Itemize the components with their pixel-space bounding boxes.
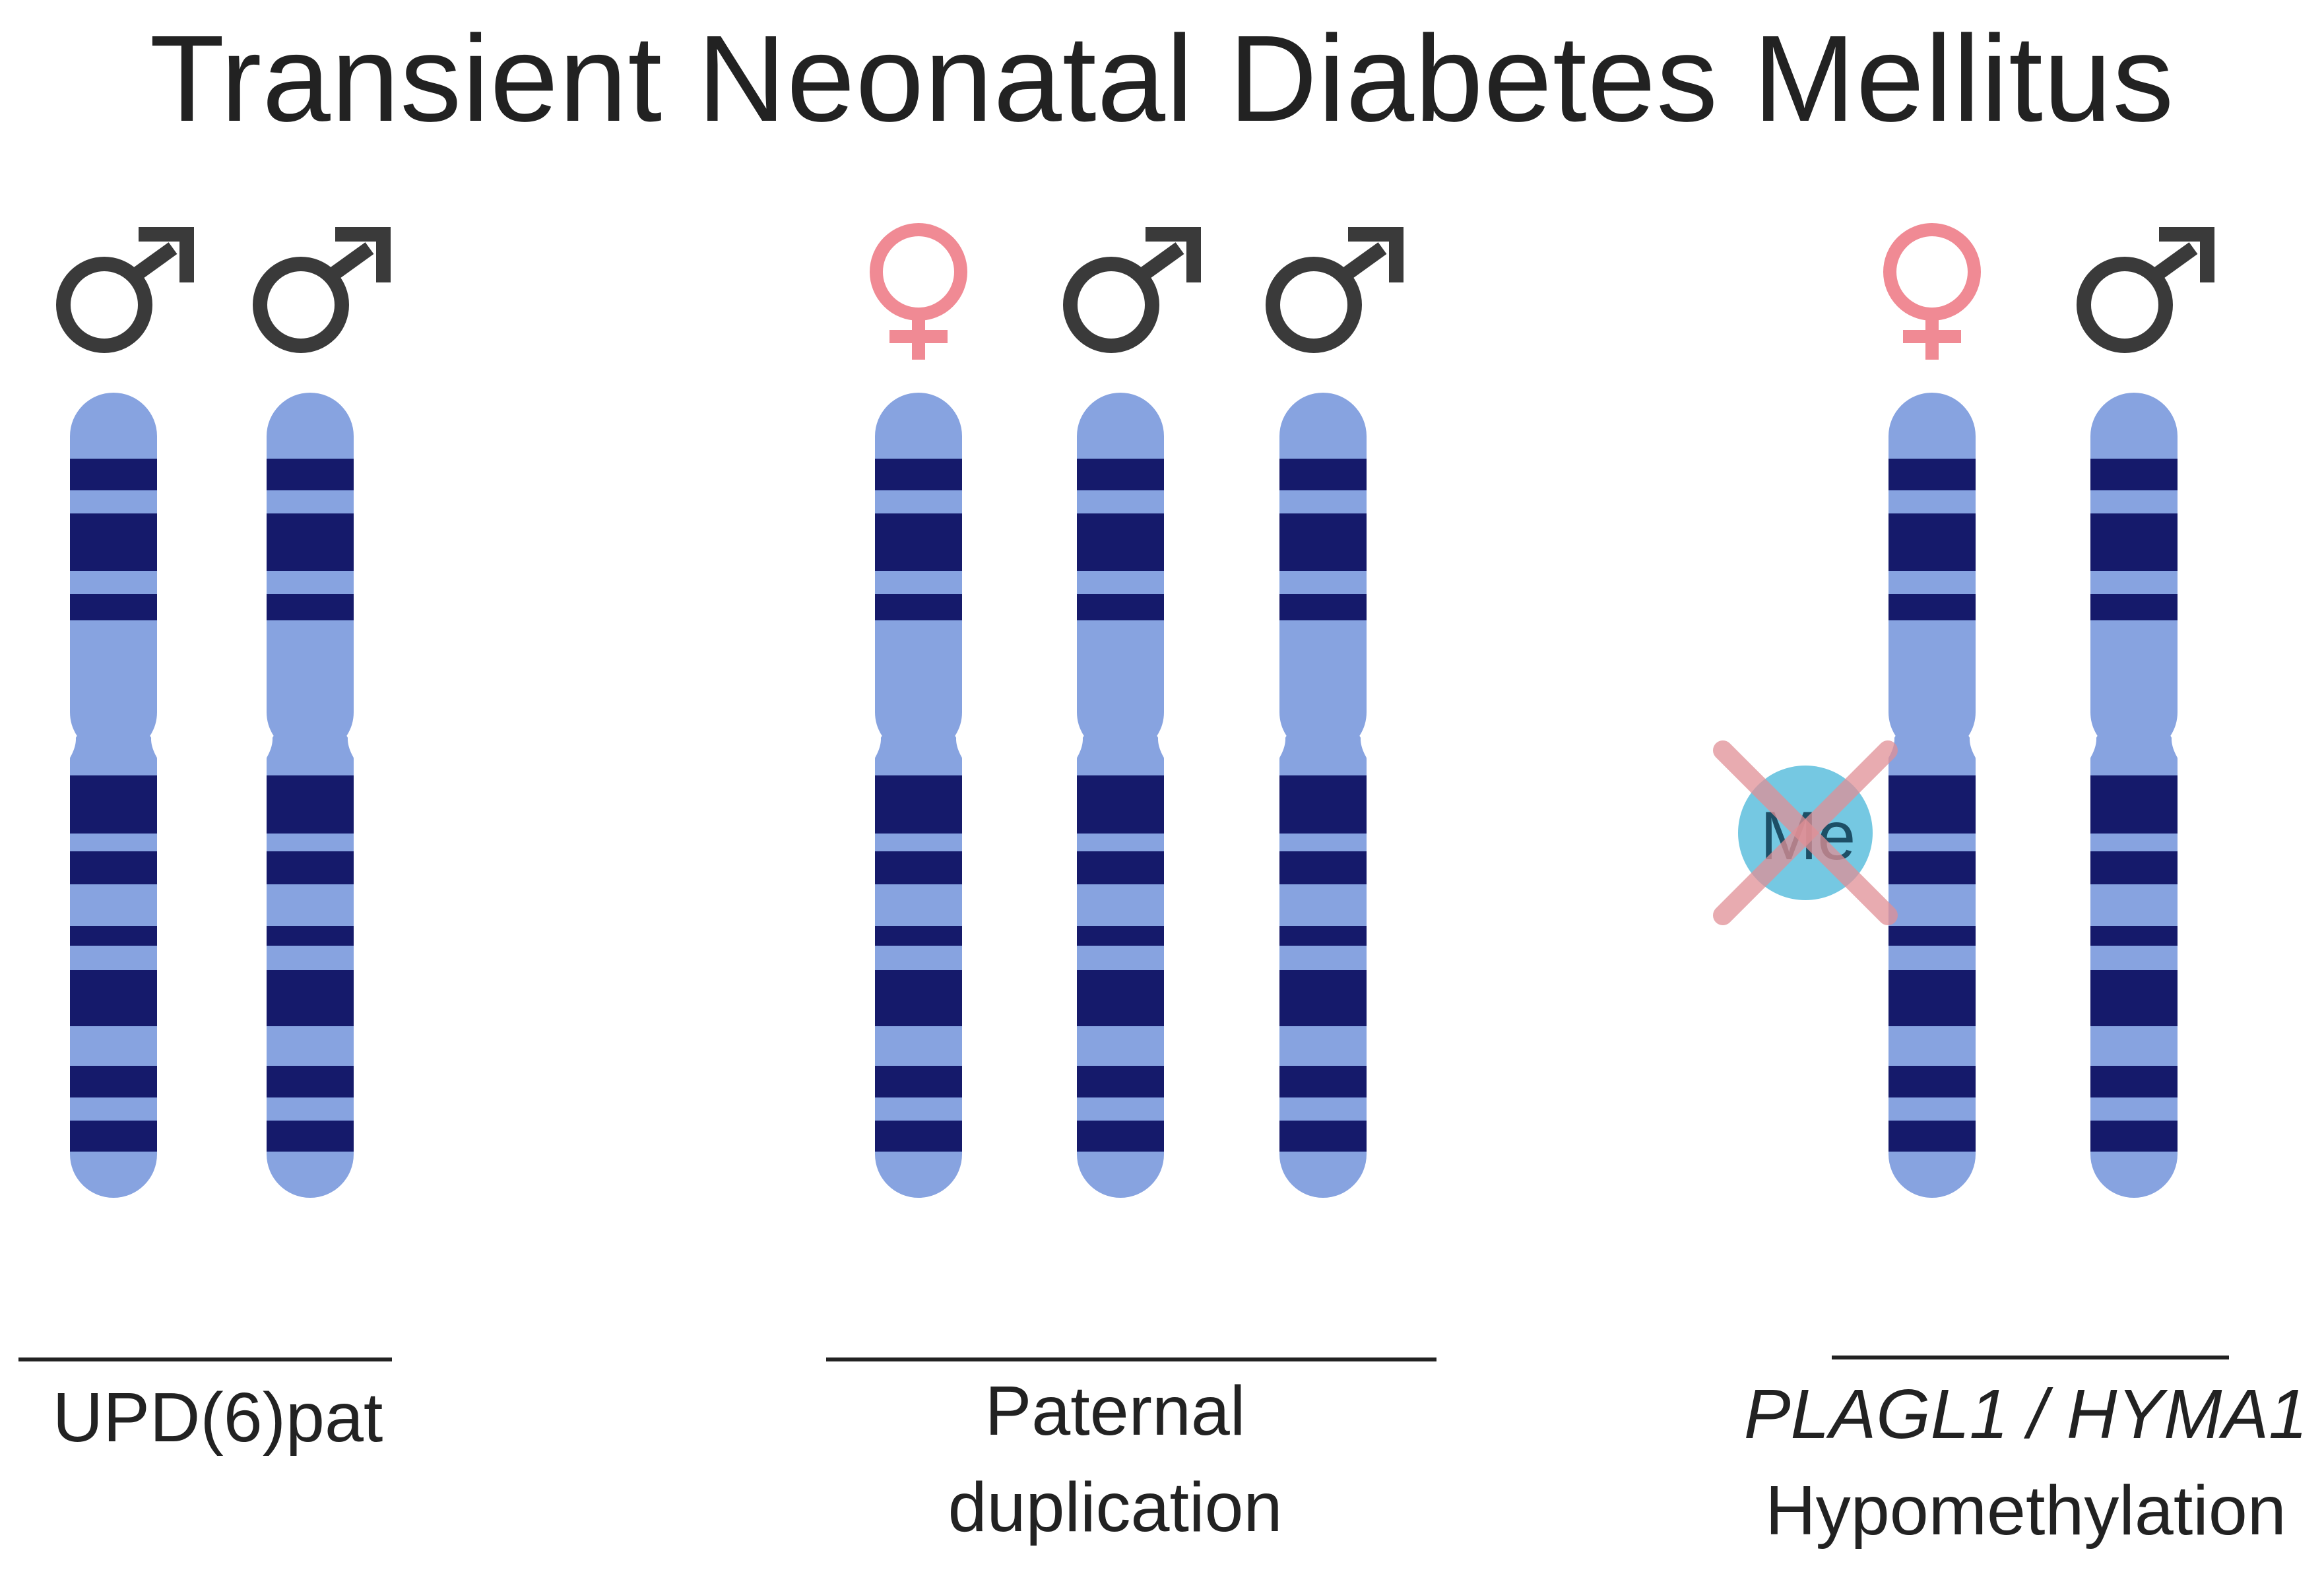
chromosome-band bbox=[1077, 851, 1164, 884]
chromosome bbox=[2088, 393, 2180, 1198]
male-symbol-icon bbox=[1266, 227, 1404, 353]
chromosome-band bbox=[70, 513, 157, 571]
chromosome-band bbox=[267, 970, 354, 1026]
chromosome-band bbox=[875, 851, 962, 884]
chromosome-band bbox=[267, 594, 354, 620]
group-label-line: Paternal bbox=[984, 1372, 1246, 1450]
chromosome-band bbox=[2090, 970, 2178, 1026]
chromosome-band bbox=[1077, 970, 1164, 1026]
female-symbol-icon bbox=[1883, 223, 1981, 360]
chromosome-band bbox=[875, 459, 962, 490]
chromosome-band bbox=[70, 1066, 157, 1097]
chromosome-band bbox=[267, 775, 354, 834]
chromosome-band bbox=[70, 970, 157, 1026]
parent-symbol-layer bbox=[56, 223, 2214, 360]
methylation-layer: Me bbox=[1713, 740, 1898, 925]
chromosome-band bbox=[1279, 851, 1367, 884]
chromosome-band bbox=[1279, 594, 1367, 620]
group-label-paternal-duplication: Paternal duplication bbox=[825, 1363, 1405, 1555]
chromosome-band bbox=[70, 594, 157, 620]
chromosome-band bbox=[267, 1121, 354, 1152]
chromosome bbox=[1074, 393, 1167, 1198]
chromosome-band bbox=[1279, 775, 1367, 834]
chromosome-band bbox=[267, 1066, 354, 1097]
chromosome-band bbox=[267, 851, 354, 884]
chromosome-band bbox=[1279, 459, 1367, 490]
group-label-hypomethylation: PLAGL1 / HYMA1 Hypomethylation bbox=[1729, 1366, 2323, 1559]
chromosome-band bbox=[70, 851, 157, 884]
chromosome-band bbox=[1077, 1121, 1164, 1152]
chromosome-band bbox=[875, 926, 962, 946]
chromosome bbox=[67, 393, 160, 1198]
chromosome-layer bbox=[67, 393, 2180, 1198]
chromosome-band bbox=[1279, 970, 1367, 1026]
chromosome-band bbox=[70, 926, 157, 946]
chromosome-band bbox=[1077, 926, 1164, 946]
chromosome-band bbox=[1077, 459, 1164, 490]
chromosome-band bbox=[267, 513, 354, 571]
chromosome bbox=[264, 393, 356, 1198]
chromosome-band bbox=[267, 926, 354, 946]
chromosome-band bbox=[875, 594, 962, 620]
chromosome-band bbox=[1279, 1066, 1367, 1097]
chromosome-band bbox=[1888, 851, 1976, 884]
chromosome-band bbox=[2090, 851, 2178, 884]
chromosome-band bbox=[2090, 1121, 2178, 1152]
cross-stroke bbox=[1713, 740, 1898, 925]
group-underline-hypomethylation bbox=[1832, 1356, 2229, 1359]
chromosome-band bbox=[1077, 594, 1164, 620]
chromosome-band bbox=[1888, 513, 1976, 571]
crossed-out-methylation-icon: Me bbox=[1713, 740, 1898, 925]
chromosome-band bbox=[1888, 970, 1976, 1026]
page-title: Transient Neonatal Diabetes Mellitus bbox=[149, 11, 2175, 147]
chromosome-band bbox=[875, 513, 962, 571]
chromosome bbox=[1886, 393, 1978, 1198]
group-label-line: UPD(6)pat bbox=[52, 1379, 383, 1456]
chromosome-band bbox=[2090, 926, 2178, 946]
chromosome-band bbox=[875, 775, 962, 834]
chromosome-band bbox=[2090, 459, 2178, 490]
chromosome-band bbox=[875, 970, 962, 1026]
chromosome-band bbox=[875, 1121, 962, 1152]
chromosome bbox=[872, 393, 965, 1198]
group-label-gene-names: PLAGL1 / HYMA1 bbox=[1743, 1375, 2308, 1453]
chromosome-band bbox=[2090, 513, 2178, 571]
female-symbol-icon bbox=[870, 223, 967, 360]
chromosome-band bbox=[1888, 459, 1976, 490]
chromosome-band bbox=[2090, 1066, 2178, 1097]
chromosome-band bbox=[1077, 775, 1164, 834]
group-label-line: Hypomethylation bbox=[1765, 1472, 2286, 1550]
chromosome-band bbox=[70, 1121, 157, 1152]
male-symbol-icon bbox=[1063, 227, 1201, 353]
chromosome-band bbox=[267, 459, 354, 490]
group-label-line: duplication bbox=[948, 1468, 1283, 1546]
chromosome-band bbox=[1888, 775, 1976, 834]
chromosome bbox=[1277, 393, 1369, 1198]
chromosome-band bbox=[70, 775, 157, 834]
group-underline-upd6pat bbox=[18, 1357, 392, 1361]
chromosome-band bbox=[1077, 1066, 1164, 1097]
chromosome-band bbox=[1888, 1121, 1976, 1152]
chromosome-band bbox=[1888, 926, 1976, 946]
group-label-upd6pat: UPD(6)pat bbox=[13, 1369, 422, 1466]
group-underline-paternal-duplication bbox=[826, 1357, 1436, 1361]
chromosome-band bbox=[1077, 513, 1164, 571]
chromosome-band bbox=[1279, 926, 1367, 946]
chromosome-band bbox=[1279, 513, 1367, 571]
male-symbol-icon bbox=[2077, 227, 2214, 353]
male-symbol-icon bbox=[56, 227, 194, 353]
chromosome-band bbox=[1279, 1121, 1367, 1152]
chromosome-band bbox=[1888, 594, 1976, 620]
chromosome-band bbox=[875, 1066, 962, 1097]
chromosome-band bbox=[70, 459, 157, 490]
chromosome-band bbox=[1888, 1066, 1976, 1097]
male-symbol-icon bbox=[253, 227, 391, 353]
chromosome-band bbox=[2090, 594, 2178, 620]
chromosome-band bbox=[2090, 775, 2178, 834]
